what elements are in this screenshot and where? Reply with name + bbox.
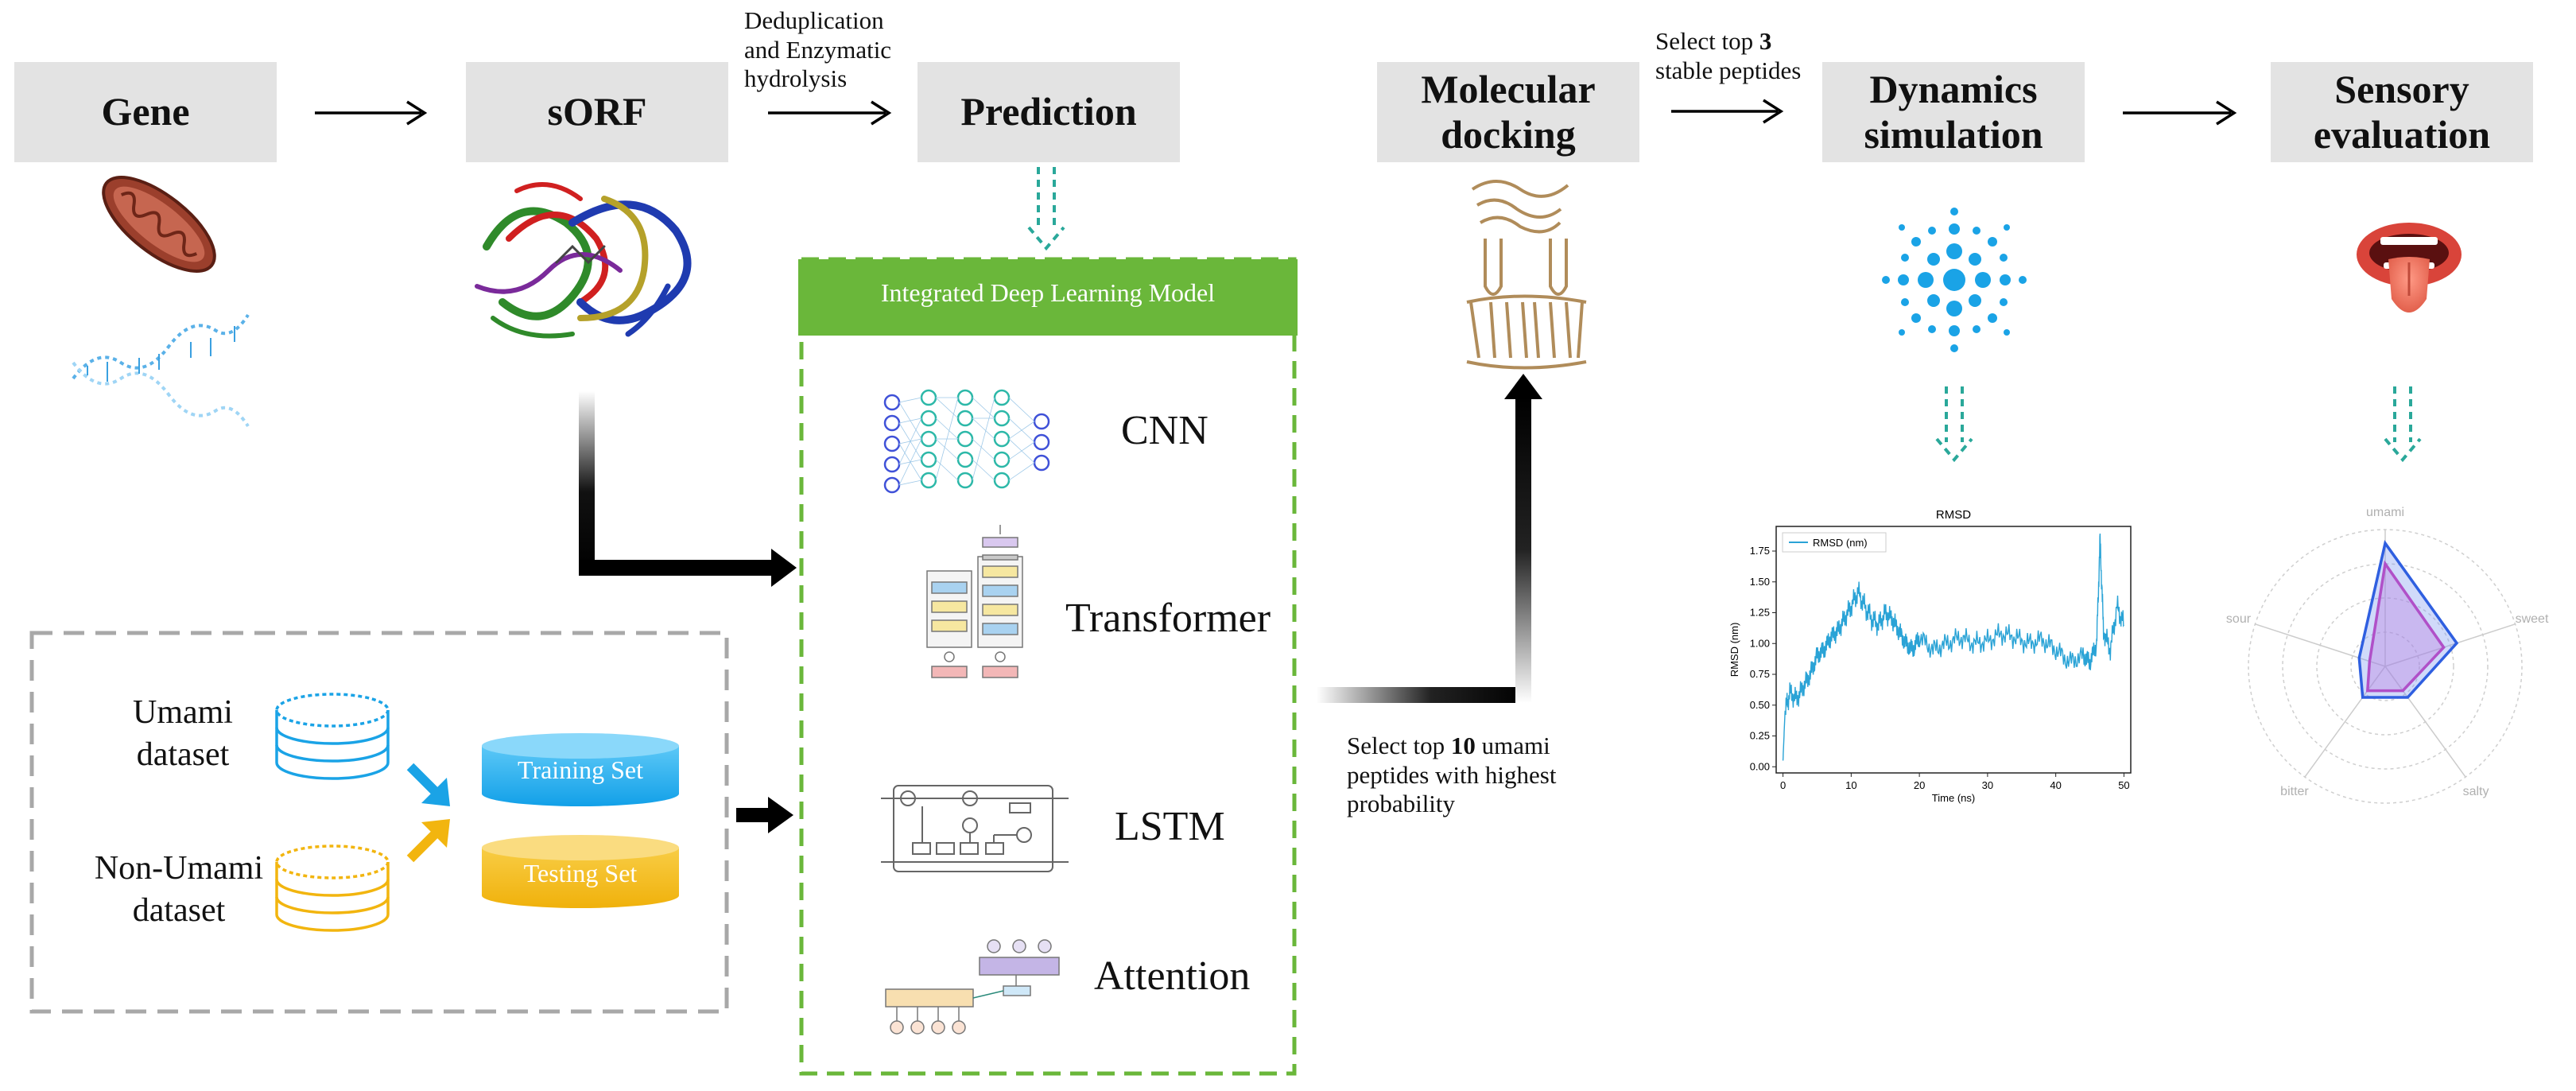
model-title-bar bbox=[798, 259, 1298, 336]
dashed-arrow-prediction bbox=[1027, 167, 1065, 251]
tongue-icon bbox=[2357, 223, 2462, 313]
rmsd-y-tick-label: 1.25 bbox=[1750, 607, 1770, 619]
rmsd-y-tick-label: 1.50 bbox=[1750, 576, 1770, 588]
rmsd-x-tick-label: 40 bbox=[2050, 779, 2061, 791]
docking-structure-icon bbox=[1466, 180, 1587, 370]
radar-axis-label: bitter bbox=[2280, 785, 2309, 798]
mitochondrion-icon bbox=[102, 176, 216, 273]
arrow-docking-to-dynamics bbox=[1671, 99, 1784, 124]
stage-dynamics: Dynamics simulation bbox=[1822, 62, 2085, 162]
radar-axis-label: sour bbox=[2226, 612, 2252, 626]
radar-grid-ring bbox=[2282, 563, 2489, 770]
model-cnn-label: CNN bbox=[1121, 408, 1208, 453]
rmsd-x-tick-label: 20 bbox=[1914, 779, 1925, 791]
select3-num: 3 bbox=[1759, 27, 1772, 55]
radar-axis-line bbox=[2384, 666, 2466, 778]
stage-gene-label: Gene bbox=[101, 89, 190, 134]
model-title: Integrated Deep Learning Model bbox=[880, 278, 1216, 307]
dashed-arrow-sensory bbox=[2384, 386, 2422, 463]
protein-structure-icon bbox=[475, 182, 692, 339]
select-top-3-note: Select top 3 stable peptides bbox=[1655, 27, 1801, 85]
elbow-arrow-model-to-docking bbox=[1317, 374, 1542, 703]
arrow-sorf-to-prediction bbox=[768, 100, 892, 126]
rmsd-title: RMSD bbox=[1936, 508, 1971, 522]
dashed-arrow-dynamics bbox=[1935, 386, 1973, 463]
lstm-diagram-icon bbox=[881, 785, 1069, 872]
rmsd-y-tick-label: 0.50 bbox=[1750, 699, 1770, 711]
radar-axis-label: umami bbox=[2366, 506, 2404, 519]
radar-axis-label: sweet bbox=[2516, 612, 2549, 626]
stage-dynamics-label: Dynamics simulation bbox=[1864, 66, 2043, 157]
stage-gene: Gene bbox=[14, 62, 277, 162]
radar-series-polygon bbox=[2365, 560, 2446, 693]
elbow-arrow-sorf-to-model bbox=[579, 391, 797, 587]
stage-docking-label: Molecular docking bbox=[1421, 66, 1596, 157]
stage-sorf-label: sORF bbox=[547, 89, 647, 134]
stage-docking: Molecular docking bbox=[1377, 62, 1639, 162]
select3-post: stable peptides bbox=[1655, 56, 1802, 84]
select10-mid: umami bbox=[1475, 732, 1550, 759]
rmsd-legend-label: RMSD (nm) bbox=[1813, 537, 1868, 549]
model-lstm-label: LSTM bbox=[1115, 804, 1225, 849]
dna-icon bbox=[72, 313, 250, 428]
arrow-dataset-to-model bbox=[736, 797, 793, 833]
training-set-cylinder bbox=[482, 733, 679, 806]
attention-diagram-icon bbox=[885, 939, 1060, 1035]
radar-grid-ring bbox=[2316, 597, 2454, 736]
rmsd-y-tick-label: 0.25 bbox=[1750, 730, 1770, 742]
rmsd-y-tick-label: 0.00 bbox=[1750, 760, 1770, 772]
gold-diagonal-arrow bbox=[406, 819, 450, 863]
rmsd-x-tick-label: 10 bbox=[1845, 779, 1856, 791]
radar-axis-label: salty bbox=[2463, 785, 2489, 798]
cnn-diagram-icon bbox=[883, 389, 1050, 494]
select10-num: 10 bbox=[1450, 732, 1476, 759]
testing-set-cylinder bbox=[482, 835, 679, 908]
select10-pre: Select top bbox=[1347, 732, 1451, 759]
rmsd-y-tick-label: 0.75 bbox=[1750, 668, 1770, 680]
rmsd-x-tick-label: 50 bbox=[2118, 779, 2129, 791]
radar-axis-line bbox=[2384, 623, 2516, 667]
model-attention-label: Attention bbox=[1094, 953, 1251, 999]
umami-database-icon bbox=[275, 693, 390, 780]
rmsd-chart: RMSD Time (ns) RMSD (nm) 0 10 20 30 40 50 0.00 0.2… bbox=[1728, 508, 2132, 804]
select10-post: peptides with highest probability bbox=[1347, 760, 1557, 818]
rmsd-plot-frame bbox=[1775, 526, 2132, 774]
model-transformer-label: Transformer bbox=[1065, 596, 1271, 641]
rmsd-y-tick-label: 1.75 bbox=[1750, 545, 1770, 557]
dedup-note: Deduplication and Enzymatic hydrolysis bbox=[744, 6, 892, 93]
non-umami-dataset-label: Non-Umami dataset bbox=[94, 850, 264, 929]
rmsd-y-tick-label: 1.00 bbox=[1750, 637, 1770, 649]
testing-set-label: Testing Set bbox=[523, 859, 638, 887]
stage-prediction-label: Prediction bbox=[960, 89, 1137, 134]
training-set-label: Training Set bbox=[518, 755, 643, 784]
non-umami-database-icon bbox=[275, 844, 390, 932]
stage-sorf: sORF bbox=[466, 62, 728, 162]
arrow-dynamics-to-sensory bbox=[2123, 100, 2237, 126]
rmsd-x-axis-label: Time (ns) bbox=[1932, 792, 1975, 804]
stage-sensory-label: Sensory evaluation bbox=[2313, 66, 2491, 157]
dataset-box bbox=[29, 631, 729, 1014]
taste-radar-chart: umami sweet salty bitter sour bbox=[2226, 506, 2549, 804]
arrow-gene-to-sorf bbox=[315, 100, 428, 126]
rmsd-x-tick-label: 30 bbox=[1982, 779, 1993, 791]
select3-pre: Select top bbox=[1655, 27, 1759, 55]
rmsd-series-line bbox=[1782, 533, 2124, 761]
select-top-10-note: Select top 10 umami peptides with highes… bbox=[1347, 732, 1556, 819]
blue-diagonal-arrow bbox=[406, 763, 450, 806]
radar-axis-line bbox=[2304, 666, 2386, 778]
rmsd-x-tick-label: 0 bbox=[1780, 779, 1786, 791]
rmsd-y-axis-label: RMSD (nm) bbox=[1728, 623, 1740, 678]
transformer-diagram-icon bbox=[926, 525, 1023, 678]
radar-axis-line bbox=[2255, 623, 2386, 667]
molecular-dynamics-icon bbox=[1882, 208, 2027, 352]
stage-sensory: Sensory evaluation bbox=[2271, 62, 2533, 162]
umami-dataset-label: Umami dataset bbox=[133, 694, 233, 773]
stage-prediction: Prediction bbox=[918, 62, 1180, 162]
